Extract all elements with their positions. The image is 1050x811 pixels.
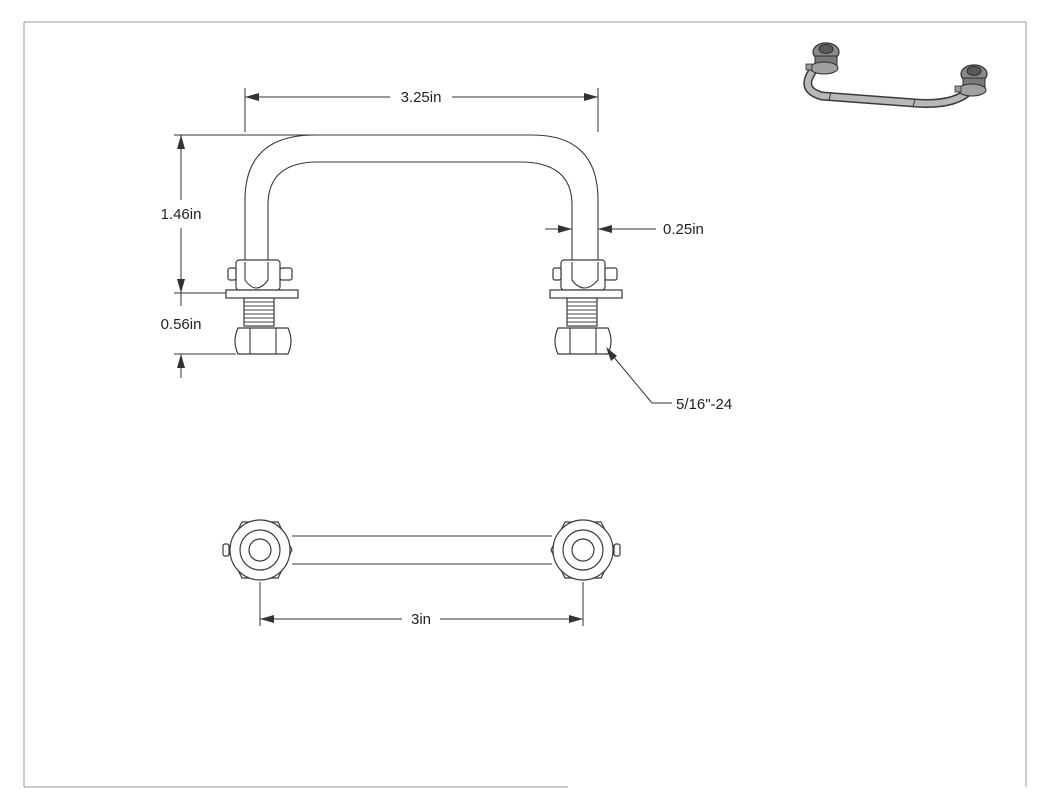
dimension-overall-width: 3.25in <box>244 88 599 132</box>
top-view-handle <box>222 519 621 581</box>
dimension-height: 1.46in <box>161 134 315 294</box>
dimension-label-stud-length: 0.56in <box>161 316 202 333</box>
dimension-label-overall-width: 3.25in <box>401 89 442 106</box>
left-mount <box>225 259 299 355</box>
dimension-center-spacing: 3in <box>259 582 584 628</box>
right-mount <box>549 259 623 355</box>
sheet-border <box>23 21 1027 788</box>
front-view-handle <box>225 134 623 355</box>
top-right-nut <box>550 519 621 581</box>
leader-thread-spec: 5/16"-24 <box>606 347 732 413</box>
top-left-nut <box>222 519 293 581</box>
dimension-label-rod-diameter: 0.25in <box>663 221 704 238</box>
thread-spec-label: 5/16"-24 <box>676 396 732 413</box>
dimension-label-height: 1.46in <box>161 206 202 223</box>
isometric-left-fitting <box>805 42 840 75</box>
isometric-preview <box>803 42 988 108</box>
dimension-stud-length: 0.56in <box>161 293 236 378</box>
dimension-label-center-spacing: 3in <box>411 611 431 628</box>
dimension-rod-diameter: 0.25in <box>545 221 704 238</box>
isometric-right-fitting <box>954 64 988 97</box>
